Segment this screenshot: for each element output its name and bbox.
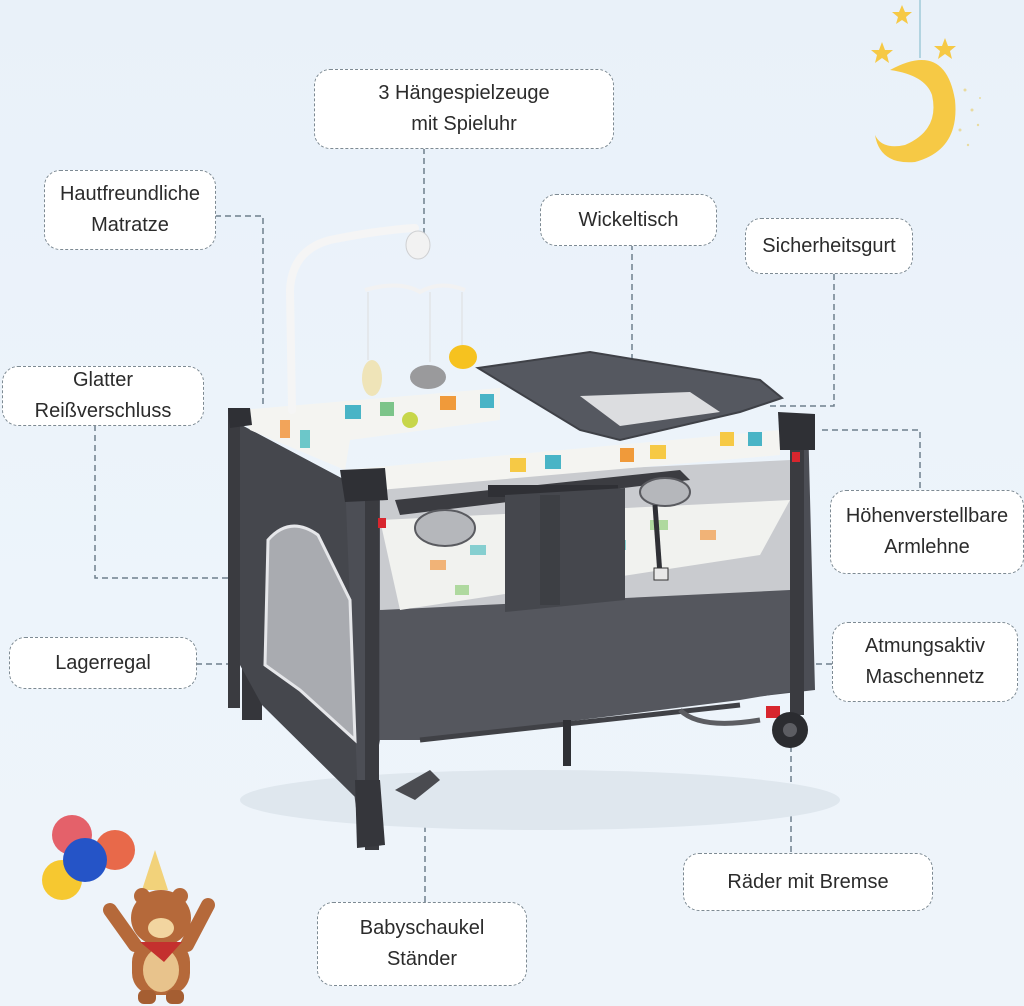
label-safety-belt: Sicherheitsgurt bbox=[745, 218, 913, 274]
label-adjustable-armrest: Höhenverstellbare Armlehne bbox=[830, 490, 1024, 574]
label-text: Matratze bbox=[91, 214, 169, 236]
label-storage-shelf: Lagerregal bbox=[9, 637, 197, 689]
label-text: Hautfreundliche bbox=[59, 183, 201, 205]
label-smooth-zipper: Glatter Reißverschluss bbox=[2, 366, 204, 426]
label-changing-table: Wickeltisch bbox=[540, 194, 717, 246]
label-text: Babyschaukel bbox=[359, 917, 485, 939]
label-text: Wickeltisch bbox=[578, 208, 679, 231]
label-breathable-mesh: Atmungsaktiv Maschennetz bbox=[832, 622, 1018, 702]
label-skin-friendly-mattress: Hautfreundliche Matratze bbox=[44, 170, 216, 250]
label-text: Räder mit Bremse bbox=[727, 870, 889, 893]
label-text: Ständer bbox=[386, 948, 458, 970]
label-wheels-with-brake: Räder mit Bremse bbox=[683, 853, 933, 911]
moon-icon bbox=[871, 0, 981, 163]
label-text: Glatter bbox=[72, 369, 134, 391]
label-baby-rocker-stand: Babyschaukel Ständer bbox=[317, 902, 527, 986]
label-text: Atmungsaktiv bbox=[864, 635, 986, 657]
label-text: Armlehne bbox=[884, 536, 970, 558]
label-text: mit Spieluhr bbox=[411, 113, 517, 135]
label-text: Reißverschluss bbox=[34, 400, 172, 422]
label-text: 3 Hängespielzeuge bbox=[378, 82, 550, 104]
label-text: Höhenverstellbare bbox=[845, 505, 1009, 527]
label-text: Sicherheitsgurt bbox=[762, 234, 896, 257]
label-text: Lagerregal bbox=[55, 651, 151, 674]
bear-with-balloons-icon bbox=[42, 815, 215, 1004]
label-hanging-toys-music-box: 3 Hängespielzeuge mit Spieluhr bbox=[314, 69, 614, 149]
label-text: Maschennetz bbox=[865, 666, 985, 688]
